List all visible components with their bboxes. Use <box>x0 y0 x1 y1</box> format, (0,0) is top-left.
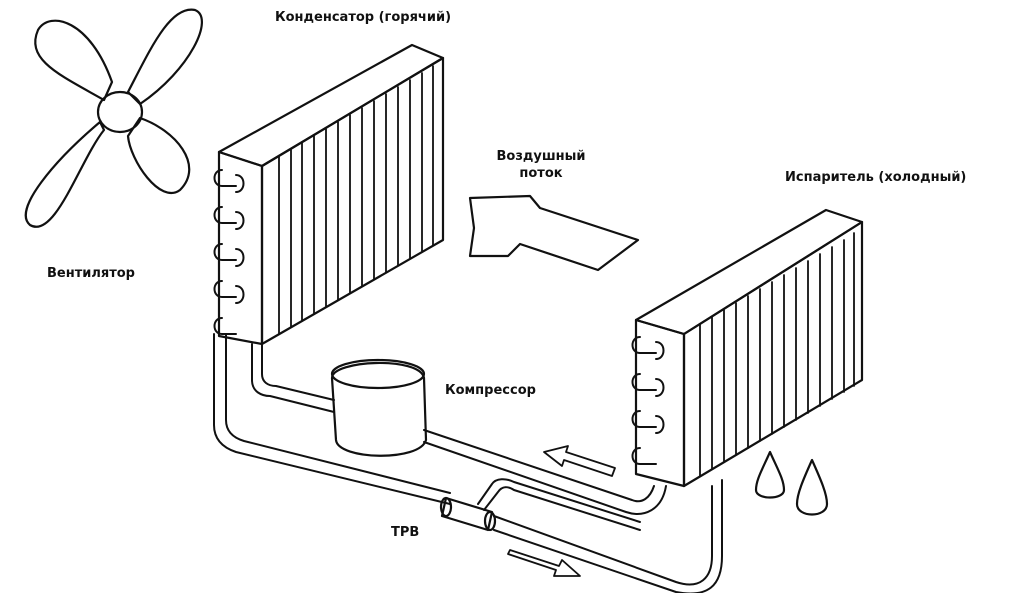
evaporator-unit <box>633 210 863 486</box>
condenser-unit <box>215 45 444 344</box>
trv-label: TPB <box>391 525 420 540</box>
airflow-label-line1: Воздушный <box>496 149 586 164</box>
compressor-icon <box>332 360 426 456</box>
trv-valve-icon <box>441 498 495 530</box>
refrigerant-pipes <box>214 334 722 593</box>
fan-label: Вентилятор <box>47 266 135 281</box>
airflow-label-line2: поток <box>519 166 563 181</box>
compressor-label: Компрессор <box>445 383 536 398</box>
airflow-label: Воздушный поток <box>486 148 596 182</box>
water-drop-icon <box>756 452 784 498</box>
fan-icon <box>26 10 202 227</box>
water-drop-icon-2 <box>797 460 827 515</box>
condenser-label: Конденсатор (горячий) <box>275 10 452 25</box>
evaporator-label: Испаритель (холодный) <box>785 170 967 185</box>
flow-arrow-left-icon <box>544 446 615 476</box>
airflow-arrow-icon <box>470 196 638 270</box>
flow-arrow-right-icon <box>508 550 580 576</box>
